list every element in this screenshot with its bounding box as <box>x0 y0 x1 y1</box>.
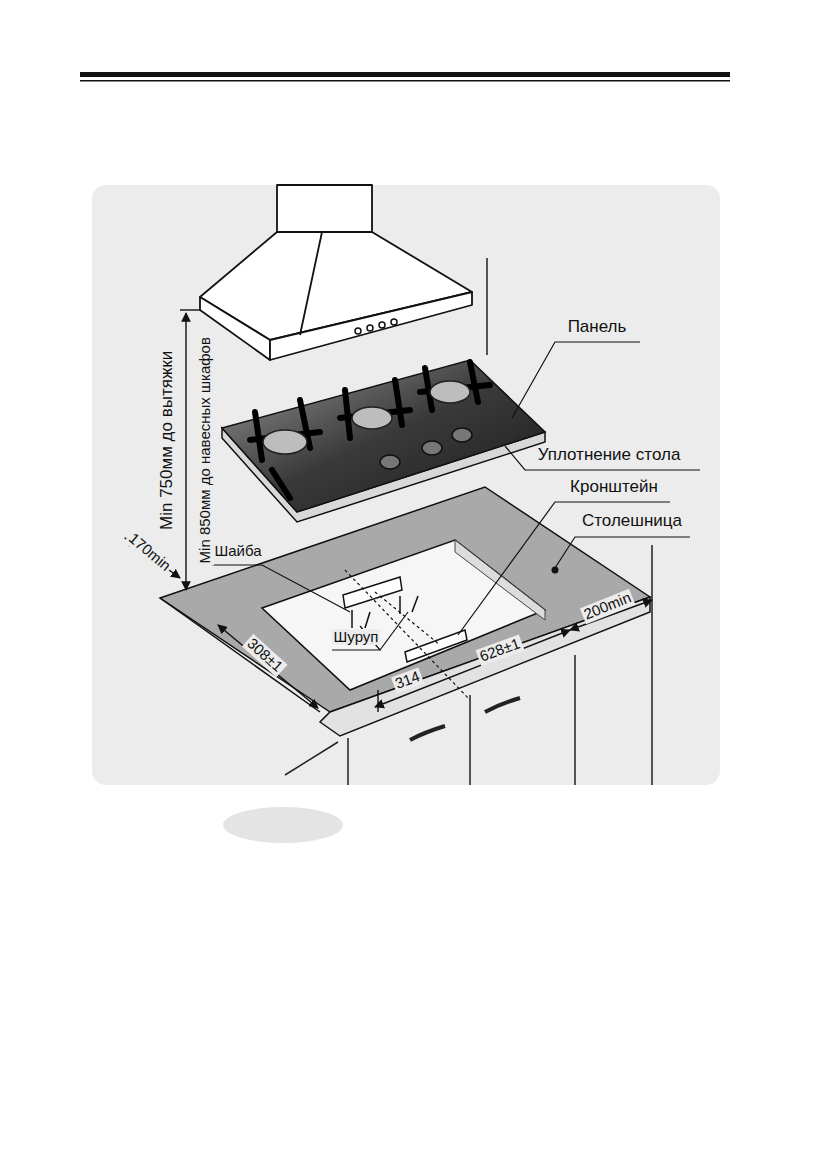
part-label: Столешница <box>580 512 684 531</box>
dimension-label: Min 750мм до вытяжки <box>159 348 178 531</box>
part-label: Панель <box>566 318 629 337</box>
part-label: Уплотнение стола <box>536 446 683 465</box>
dimension-label: Min 850мм до навесных шкафов <box>197 335 214 565</box>
part-label: Шуруп <box>332 629 381 646</box>
part-label: Шайба <box>212 543 263 560</box>
part-label: Кронштейн <box>568 478 660 497</box>
